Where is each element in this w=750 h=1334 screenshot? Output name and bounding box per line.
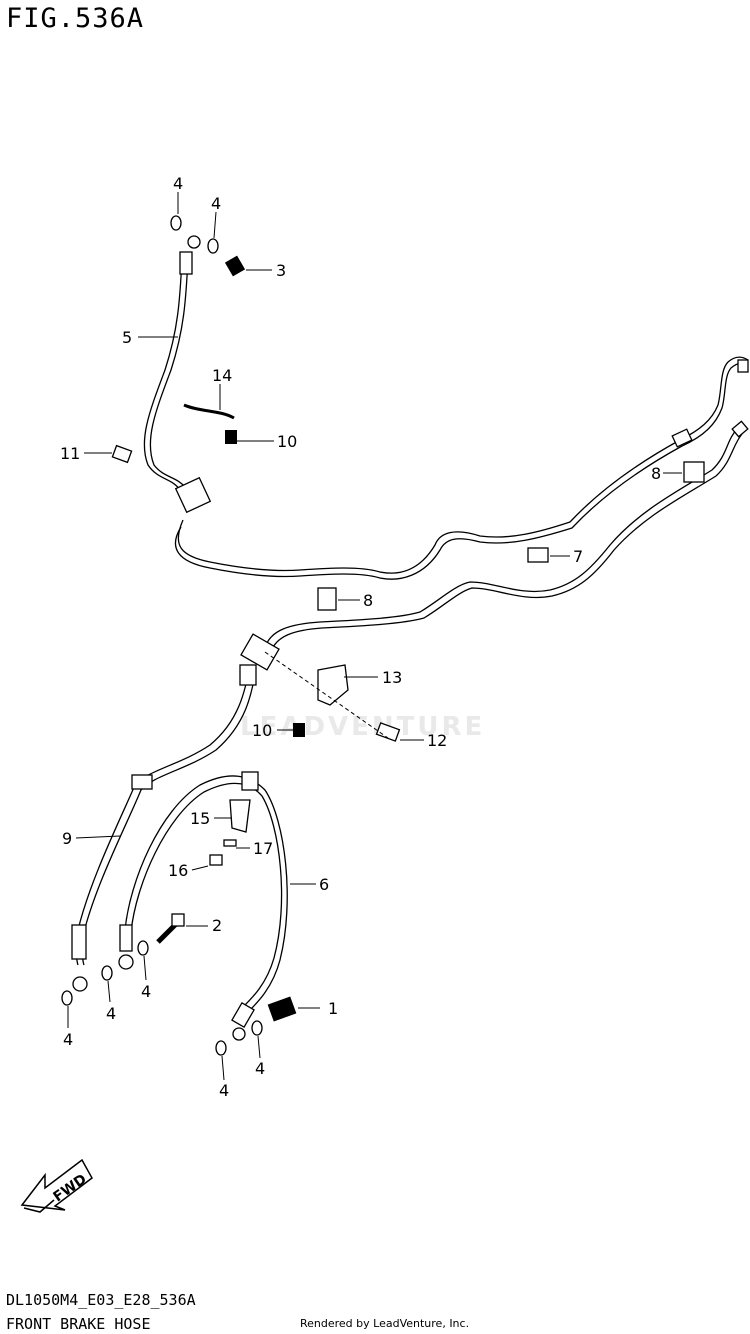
union-bolt-3[interactable] (224, 255, 246, 277)
watermark: LEADVENTURE (240, 712, 486, 742)
callout-6: 6 (319, 875, 329, 894)
callout-1: 1 (328, 999, 338, 1018)
callout-14: 14 (212, 366, 232, 385)
callout-13: 13 (382, 668, 402, 687)
leader-lines (67, 192, 682, 1081)
figure-title: FIG.536A (6, 3, 145, 34)
clamp-14[interactable] (183, 403, 235, 420)
model-code: DL1050M4_E03_E28_536A (6, 1291, 196, 1309)
callout-4d: 4 (106, 1004, 116, 1023)
callout-4b: 4 (211, 194, 221, 213)
callout-3: 3 (276, 261, 286, 280)
callout-9: 9 (62, 829, 72, 848)
callout-11: 11 (60, 444, 80, 463)
bracket-13[interactable] (264, 651, 389, 739)
washer-group (61, 215, 263, 1056)
callout-7: 7 (573, 547, 583, 566)
brake-pipe-upper[interactable] (174, 356, 749, 580)
clamp-7[interactable] (527, 547, 549, 563)
callout-8b: 8 (363, 591, 373, 610)
callout-4c: 4 (63, 1030, 73, 1049)
callout-17: 17 (253, 839, 273, 858)
callout-8a: 8 (651, 464, 661, 483)
callout-2: 2 (212, 916, 222, 935)
callout-16: 16 (168, 861, 188, 880)
fwd-arrow-icon: FWD (20, 1158, 93, 1213)
callout-12: 12 (427, 731, 447, 750)
bolt-16[interactable] (209, 854, 223, 866)
callout-15: 15 (190, 809, 210, 828)
callout-10b: 10 (252, 721, 272, 740)
clamp-15[interactable] (229, 799, 251, 833)
callout-4e: 4 (141, 982, 151, 1001)
clip-17[interactable] (223, 839, 237, 847)
callout-4g: 4 (219, 1081, 229, 1100)
union-bolt-2[interactable] (156, 913, 185, 944)
grommet-8-lower[interactable] (317, 587, 337, 611)
figure-name: FRONT BRAKE HOSE (6, 1315, 151, 1333)
callout-labels: 1 2 3 4 4 4 4 4 4 4 5 6 7 8 8 9 10 10 11… (60, 174, 661, 1100)
brake-hose-9[interactable] (71, 664, 257, 992)
brake-pipe-lower[interactable] (264, 420, 749, 653)
bolt-10-upper[interactable] (225, 430, 237, 444)
brake-hose-5[interactable] (143, 235, 212, 514)
brake-hose-joint[interactable] (240, 633, 280, 671)
callout-10a: 10 (277, 432, 297, 451)
bolt-11[interactable] (111, 444, 133, 464)
callout-5: 5 (122, 328, 132, 347)
union-bolt-1[interactable] (267, 996, 297, 1022)
callout-4a: 4 (173, 174, 183, 193)
bolt-12[interactable] (375, 722, 401, 742)
brake-hose-6[interactable] (118, 771, 288, 1041)
grommet-8-upper[interactable] (683, 461, 705, 483)
bolt-10-lower[interactable] (293, 723, 305, 737)
callout-4f: 4 (255, 1059, 265, 1078)
render-credit: Rendered by LeadVenture, Inc. (300, 1317, 470, 1330)
